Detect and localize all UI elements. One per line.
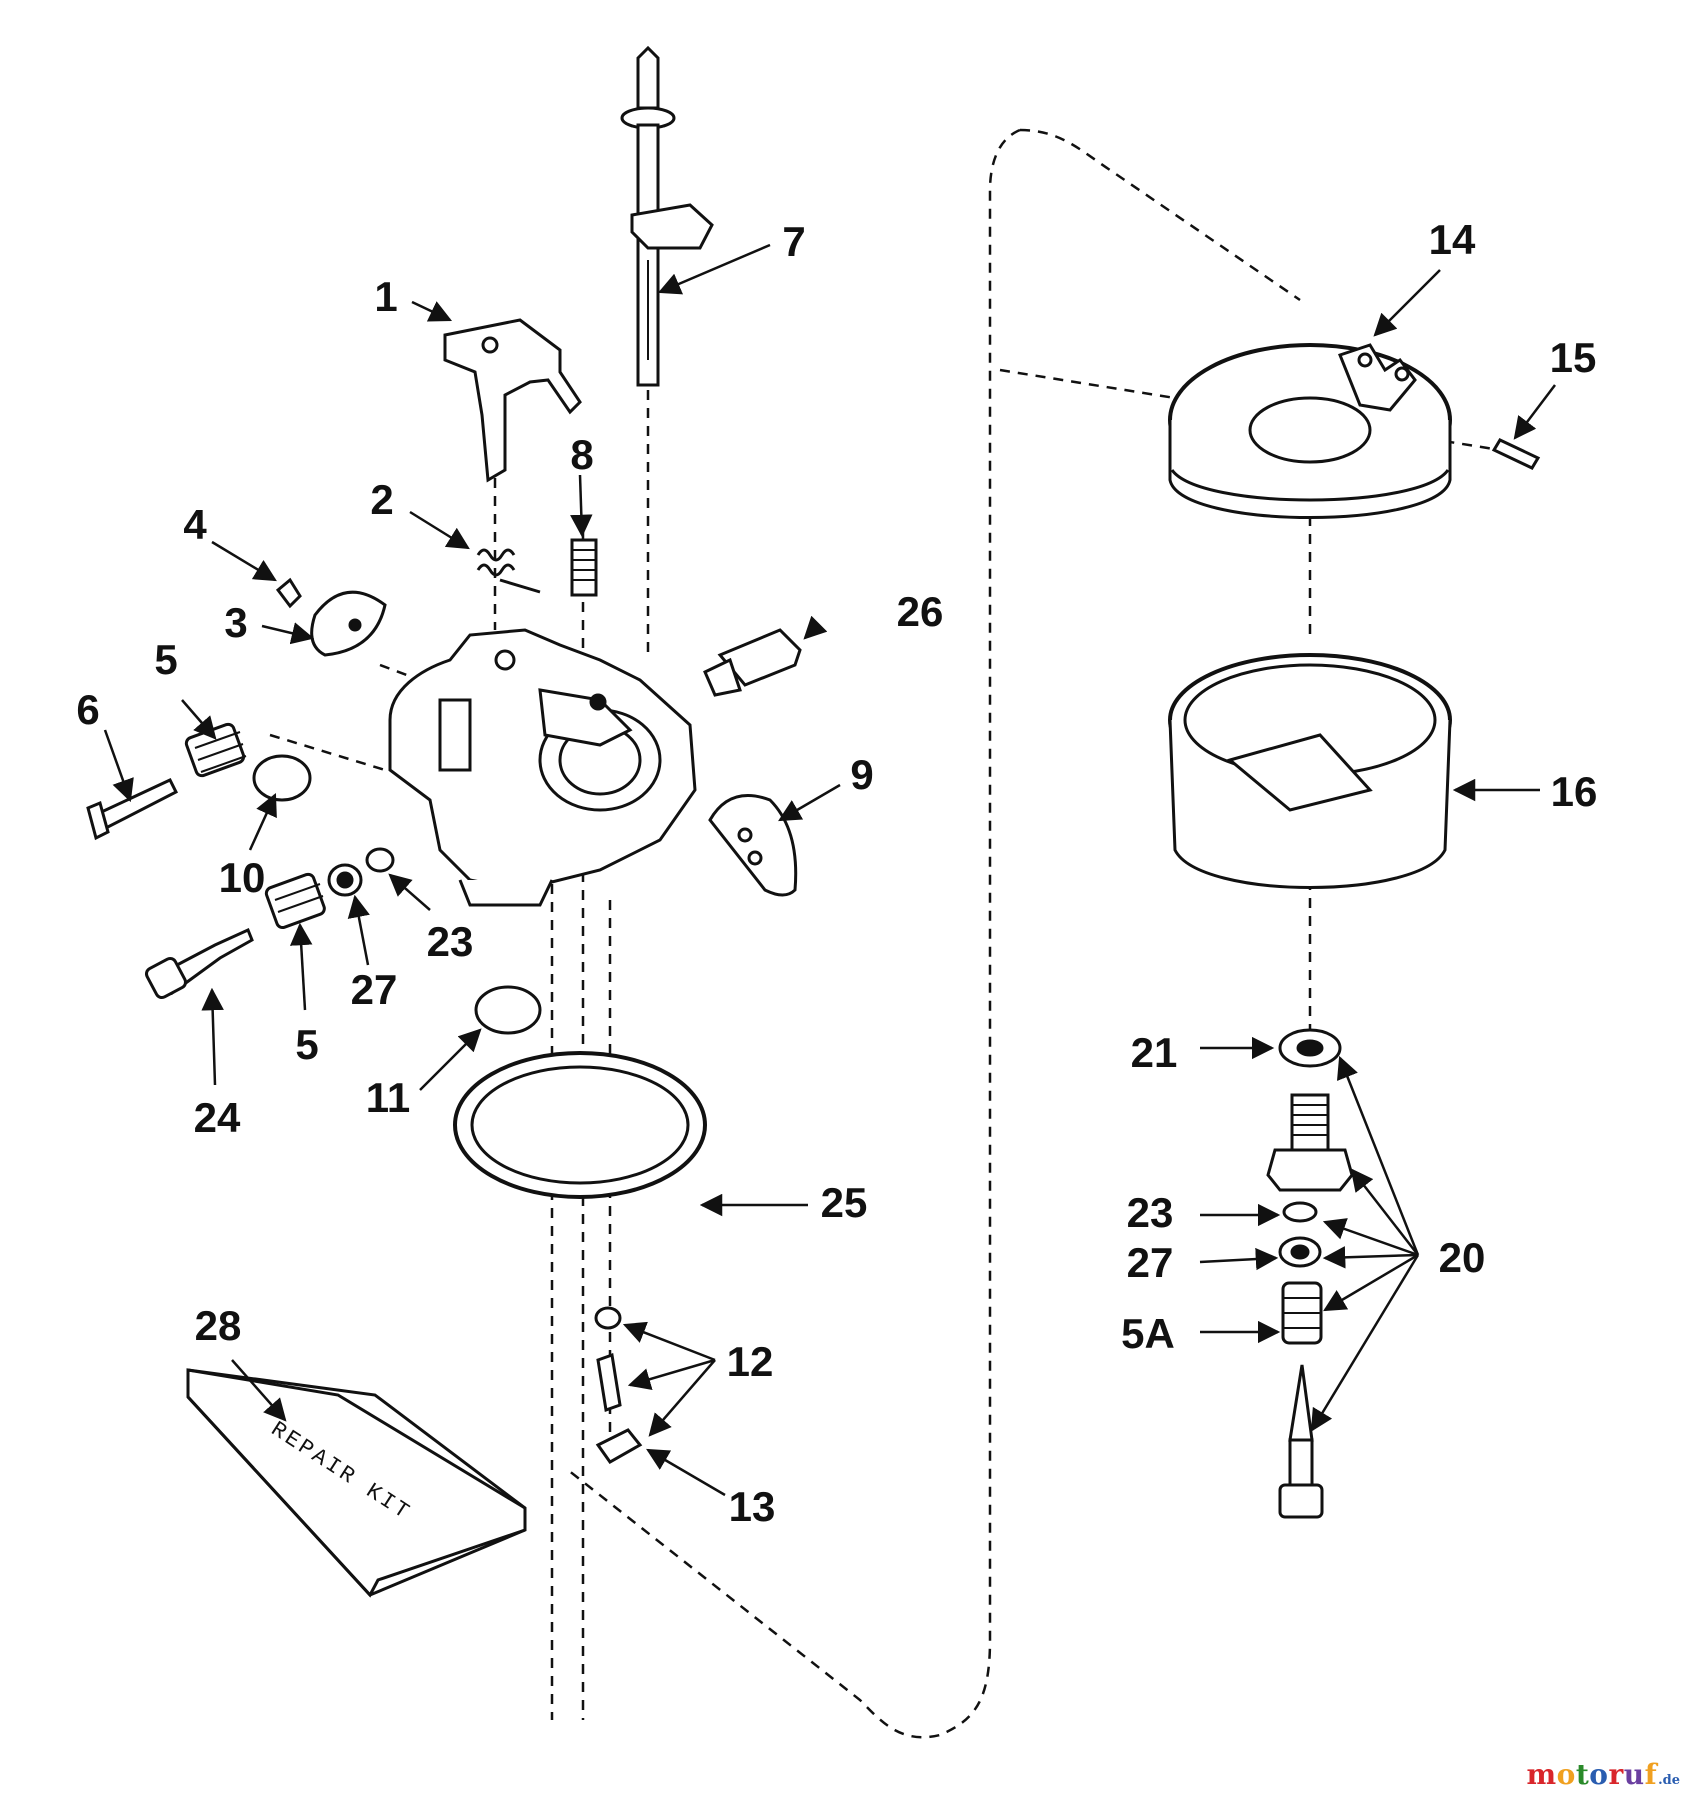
spring-part-5-upper xyxy=(184,722,247,778)
watermark-tld: .de xyxy=(1658,1773,1680,1788)
choke-plate-part-3 xyxy=(275,577,387,657)
callout-1: 1 xyxy=(374,273,398,320)
callout-27-left: 27 xyxy=(350,966,398,1013)
callout-2: 2 xyxy=(370,476,394,523)
air-filter-group-boundary xyxy=(567,128,1021,1739)
callout-25: 25 xyxy=(820,1179,868,1226)
spring-part-5-lower xyxy=(264,872,326,930)
callout-4: 4 xyxy=(183,501,207,548)
callout-12: 12 xyxy=(726,1338,774,1385)
callout-10: 10 xyxy=(218,854,266,901)
leader-arrows xyxy=(103,243,1556,1497)
jet-parts-12-13 xyxy=(594,1306,643,1464)
plug-part-11 xyxy=(474,985,542,1035)
callout-28: 28 xyxy=(194,1302,242,1349)
choke-bracket-part-1 xyxy=(443,318,582,483)
o-ring-part-23 xyxy=(365,847,395,873)
callout-9: 9 xyxy=(850,751,874,798)
callout-5-lower: 5 xyxy=(295,1021,319,1068)
callout-23-left: 23 xyxy=(426,918,474,965)
callout-3: 3 xyxy=(224,599,248,646)
watermark-letter: t xyxy=(1575,1758,1590,1791)
callout-14: 14 xyxy=(1428,216,1476,263)
watermark-letter: r xyxy=(1608,1758,1624,1791)
gasket-part-9 xyxy=(708,794,798,897)
pin-part-15 xyxy=(1491,438,1541,470)
callout-15: 15 xyxy=(1549,334,1597,381)
callout-5A: 5A xyxy=(1121,1310,1175,1357)
carburetor-body xyxy=(388,628,697,907)
callout-20: 20 xyxy=(1438,1234,1486,1281)
callout-16: 16 xyxy=(1550,768,1598,815)
spring-part-8 xyxy=(570,538,598,597)
watermark-letter: u xyxy=(1623,1758,1645,1791)
callout-27-right: 27 xyxy=(1126,1239,1174,1286)
callout-11: 11 xyxy=(365,1074,411,1121)
air-filter-cover-part-14 xyxy=(1168,343,1452,519)
callout-7: 7 xyxy=(782,218,806,265)
watermark-letter: o xyxy=(1556,1758,1576,1791)
watermark-letter: o xyxy=(1589,1758,1609,1791)
throttle-shaft-part-7 xyxy=(620,45,714,387)
callout-24: 24 xyxy=(193,1094,241,1141)
needle-part-24 xyxy=(144,927,254,1000)
gasket-ring-part-25 xyxy=(453,1051,707,1199)
washer-part-27 xyxy=(327,863,363,897)
needle-assembly-part-20 xyxy=(1266,1028,1354,1519)
spring-part-2 xyxy=(476,548,541,594)
callout-5-upper: 5 xyxy=(154,636,178,683)
welch-plug-part-10 xyxy=(252,754,312,802)
callout-13: 13 xyxy=(728,1483,776,1530)
callout-6: 6 xyxy=(76,686,100,733)
callout-8: 8 xyxy=(570,431,594,478)
repair-kit-part-28 xyxy=(186,1368,527,1598)
watermark-letter: m xyxy=(1526,1758,1557,1791)
callout-23-right: 23 xyxy=(1126,1189,1174,1236)
fitting-part-26 xyxy=(703,628,802,697)
watermark-letter: f xyxy=(1644,1758,1658,1791)
watermark-name: motoruf xyxy=(1526,1758,1657,1791)
callout-21: 21 xyxy=(1130,1029,1178,1076)
idle-screw-part-6 xyxy=(86,778,179,841)
callout-26: 26 xyxy=(896,588,944,635)
air-filter-group-boundary-top xyxy=(1019,128,1301,302)
filter-element-part-16 xyxy=(1168,653,1452,889)
watermark-logo: motoruf .de xyxy=(1526,1758,1680,1792)
